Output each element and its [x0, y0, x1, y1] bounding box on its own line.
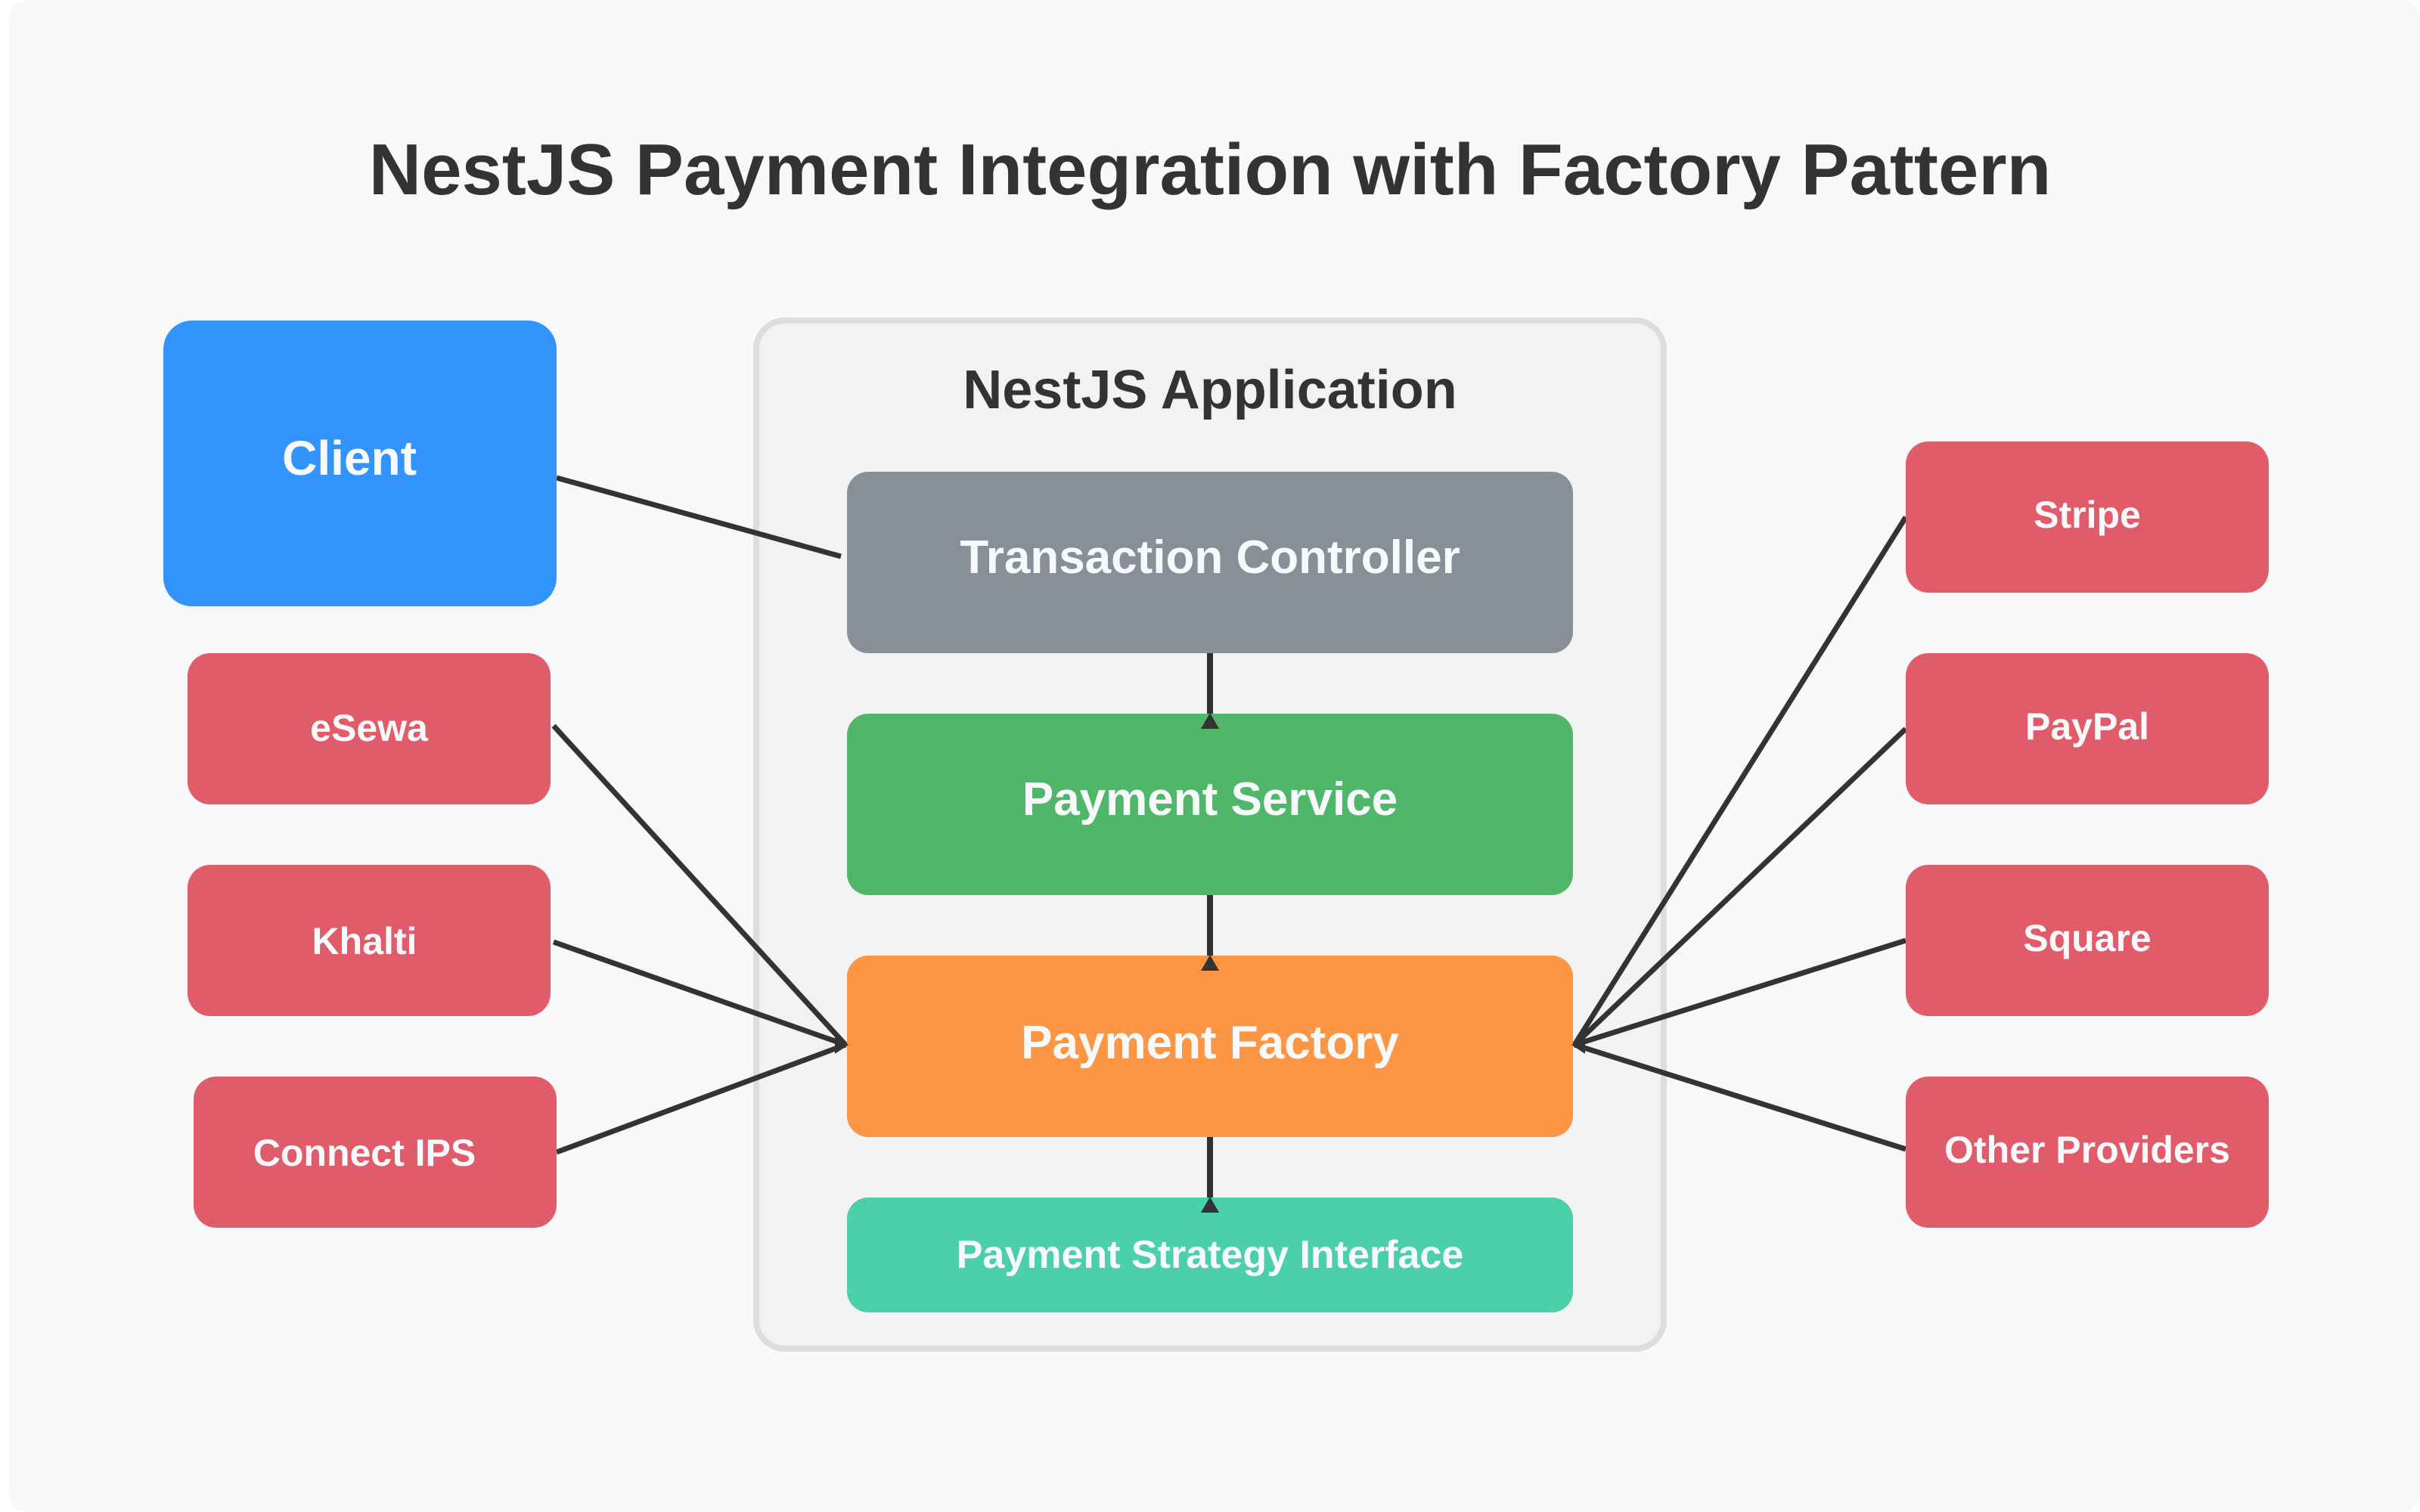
connector-factory-stripe — [1572, 516, 1908, 1046]
provider-khalti[interactable]: Khalti — [188, 865, 551, 1016]
arrowhead-to-controller — [1201, 713, 1219, 729]
strategy-label: Payment Strategy Interface — [957, 1233, 1464, 1277]
arrowhead-right-into-factory — [1571, 1036, 1585, 1054]
nestjs-app-label: NestJS Application — [963, 360, 1457, 420]
controller-box[interactable] — [847, 472, 1573, 653]
service-label: Payment Service — [1022, 773, 1398, 826]
connector-khalti-factory — [552, 939, 847, 1048]
client-box[interactable] — [163, 321, 557, 606]
provider-box[interactable] — [1906, 653, 2269, 804]
provider-connect-ips[interactable]: Connect IPS — [194, 1077, 557, 1228]
arrowhead-to-factory — [1201, 1197, 1219, 1213]
connector-factory-square — [1573, 937, 1907, 1048]
provider-label: Stripe — [2034, 494, 2141, 536]
provider-box[interactable] — [194, 1077, 557, 1228]
provider-label: Square — [2023, 917, 2152, 959]
connector-client-controller — [556, 475, 842, 559]
connector-connectips-factory — [555, 1042, 847, 1155]
diagram-title: NestJS Payment Integration with Factory … — [369, 129, 2052, 210]
provider-box[interactable] — [188, 865, 551, 1016]
provider-esewa[interactable]: eSewa — [188, 653, 551, 804]
strategy-box[interactable] — [847, 1198, 1573, 1312]
layer-controller[interactable]: Transaction Controller — [847, 472, 1573, 653]
provider-label: Connect IPS — [253, 1132, 476, 1174]
provider-label: PayPal — [2025, 705, 2149, 748]
factory-label: Payment Factory — [1021, 1017, 1399, 1069]
provider-other[interactable]: Other Providers — [1906, 1077, 2269, 1228]
provider-stripe[interactable]: Stripe — [1906, 442, 2269, 593]
connector-factory-paypal — [1572, 727, 1908, 1047]
provider-box[interactable] — [1906, 1077, 2269, 1228]
provider-paypal[interactable]: PayPal — [1906, 653, 2269, 804]
provider-label: Khalti — [312, 920, 417, 962]
provider-box[interactable] — [188, 653, 551, 804]
connector-factory-other — [1573, 1042, 1907, 1152]
provider-box[interactable] — [1906, 442, 2269, 593]
layer-strategy[interactable]: Payment Strategy Interface — [847, 1198, 1573, 1312]
service-box[interactable] — [847, 714, 1573, 895]
provider-square[interactable]: Square — [1906, 865, 2269, 1016]
client-node[interactable]: Client — [163, 321, 557, 606]
connector-esewa-factory — [551, 723, 848, 1047]
arrowhead-to-service — [1201, 955, 1219, 971]
connectors — [551, 475, 1908, 1202]
provider-box[interactable] — [1906, 865, 2269, 1016]
arrowhead-left-into-factory — [835, 1036, 849, 1054]
client-label: Client — [282, 431, 417, 485]
factory-box[interactable] — [847, 956, 1573, 1137]
controller-label: Transaction Controller — [960, 531, 1460, 584]
provider-label: eSewa — [310, 707, 429, 749]
layer-service[interactable]: Payment Service — [847, 714, 1573, 895]
provider-label: Other Providers — [1944, 1129, 2230, 1171]
layer-factory[interactable]: Payment Factory — [847, 956, 1573, 1137]
